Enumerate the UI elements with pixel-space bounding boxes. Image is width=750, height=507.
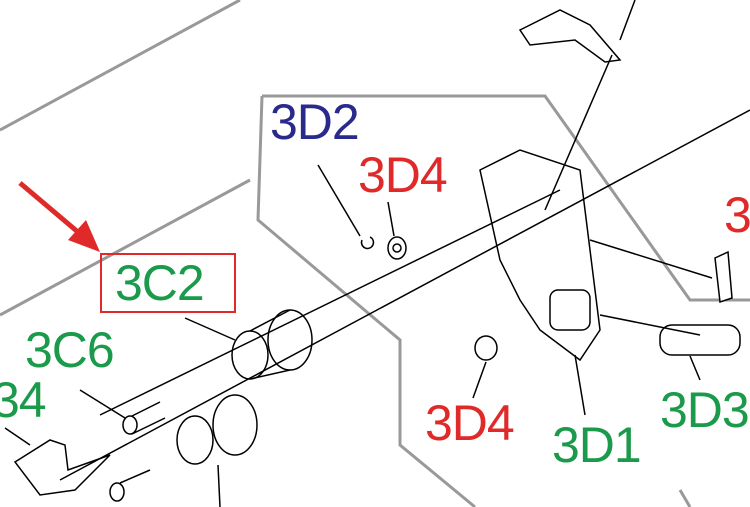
label-3c2[interactable]: 3C2: [115, 255, 205, 311]
label-3d2: 3D2: [270, 94, 360, 150]
label-3d4-bottom: 3D4: [425, 395, 515, 451]
label-3-right: 3: [724, 187, 750, 243]
label-34: 34: [0, 372, 47, 428]
label-3d4-top: 3D4: [358, 147, 448, 203]
label-3d1: 3D1: [552, 417, 642, 473]
pointer-arrow: [18, 181, 100, 252]
label-3c6: 3C6: [25, 322, 115, 378]
shaft-line: [59, 109, 750, 481]
parts: [4, 0, 750, 507]
highlight-box: [100, 253, 236, 313]
label-3d3: 3D3: [660, 382, 750, 438]
